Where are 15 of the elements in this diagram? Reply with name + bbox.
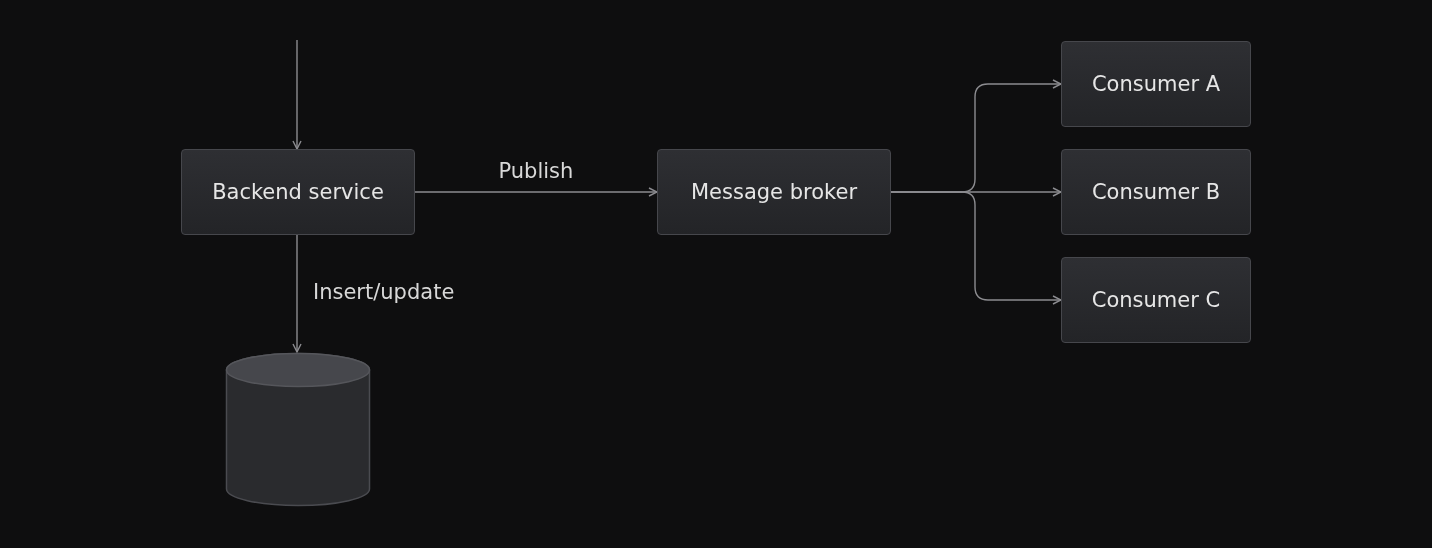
node-label: Consumer A (1091, 72, 1221, 96)
node-label: Backend service (212, 180, 384, 204)
arrow (292, 234, 302, 353)
process-box (1061, 257, 1251, 343)
process-box (657, 149, 891, 235)
process-box (181, 149, 415, 235)
node-label: Consumer B (1091, 180, 1221, 204)
process-box (1061, 149, 1251, 235)
node-label: Message broker (691, 180, 857, 204)
node-label: Consumer C (1091, 288, 1221, 312)
arrow (292, 39, 302, 150)
arrow (414, 187, 658, 197)
process-box (1061, 41, 1251, 127)
arrow (890, 191, 1062, 305)
cylinder-shape (225, 352, 371, 507)
